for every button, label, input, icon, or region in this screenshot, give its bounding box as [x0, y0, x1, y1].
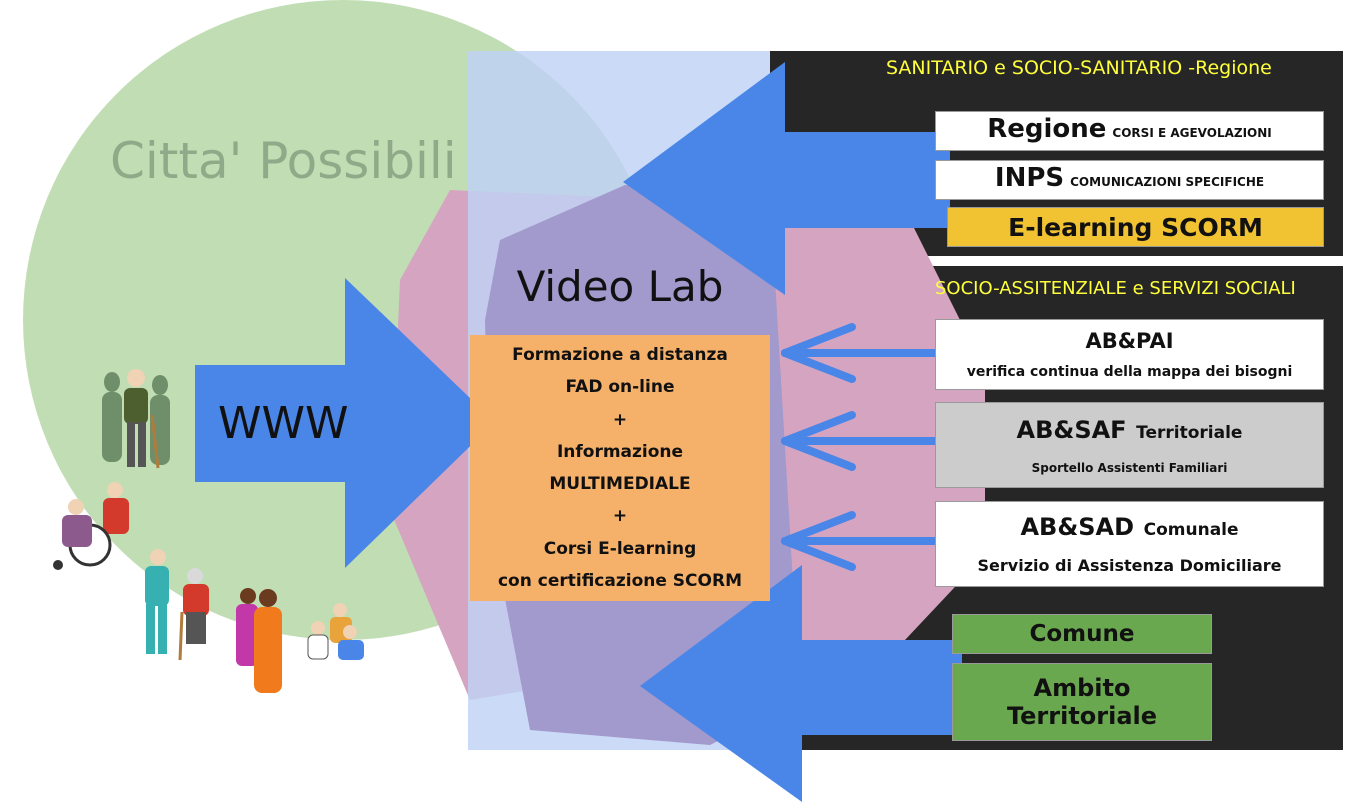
- inps-box: INPS COMUNICAZIONI SPECIFICHE: [935, 160, 1324, 200]
- formazione-line: Informazione: [556, 441, 684, 462]
- arrow-absaf: [781, 411, 946, 471]
- www-label: WWW: [218, 398, 349, 449]
- arrow-absad: [781, 511, 946, 571]
- arrow-top-left: [623, 62, 950, 295]
- sociale-header: SOCIO-ASSITENZIALE e SERVIZI SOCIALI: [935, 278, 1296, 299]
- absaf-title-row: AB&SAF Territoriale: [1017, 416, 1243, 444]
- formazione-line: +: [612, 409, 628, 430]
- caregiver-illustration: [145, 549, 209, 661]
- regione-box: Regione CORSI E AGEVOLAZIONI: [935, 111, 1324, 151]
- abpai-sub: verifica continua della mappa dei bisogn…: [966, 363, 1293, 380]
- elearning-scorm-label: E-learning SCORM: [1008, 212, 1263, 242]
- ambito-line1: Ambito: [1033, 674, 1131, 702]
- absaf-box: AB&SAF Territoriale Sportello Assistenti…: [935, 402, 1324, 488]
- formazione-line: Formazione a distanza: [512, 345, 728, 366]
- people-walking-illustration: [102, 369, 170, 469]
- regione-label: Regione: [987, 114, 1107, 144]
- elearning-scorm-box: E-learning SCORM: [947, 207, 1324, 247]
- absad-title-row: AB&SAD Comunale: [1020, 513, 1238, 541]
- arrow-abpai: [781, 323, 946, 383]
- formazione-box: Formazione a distanza FAD on-line + Info…: [470, 335, 770, 601]
- ambito-box: Ambito Territoriale: [952, 663, 1212, 741]
- absaf-sub: Sportello Assistenti Familiari: [1031, 460, 1228, 475]
- formazione-line: MULTIMEDIALE: [549, 474, 691, 495]
- formazione-line: Corsi E-learning: [543, 538, 697, 559]
- formazione-line: FAD on-line: [565, 377, 675, 398]
- children-illustration: [307, 603, 364, 660]
- inps-label: INPS: [994, 163, 1065, 193]
- absaf-title-suffix: Territoriale: [1136, 422, 1243, 443]
- ambito-line2: Territoriale: [1006, 702, 1158, 730]
- comune-label: Comune: [1029, 621, 1135, 647]
- comune-box: Comune: [952, 614, 1212, 654]
- arrow-www-right: [195, 278, 495, 568]
- formazione-line: con certificazione SCORM: [497, 570, 742, 591]
- absad-sub: Servizio di Assistenza Domiciliare: [977, 555, 1282, 575]
- abpai-box: AB&PAI verifica continua della mappa dei…: [935, 319, 1324, 390]
- citta-possibili-title: Citta' Possibili: [110, 132, 457, 190]
- formazione-line: +: [612, 506, 628, 527]
- abpai-title: AB&PAI: [1085, 329, 1174, 354]
- inps-sub: COMUNICAZIONI SPECIFICHE: [1070, 175, 1265, 189]
- videolab-title: Video Lab: [516, 262, 724, 311]
- absaf-title: AB&SAF: [1016, 415, 1127, 444]
- arrow-bottom-left: [640, 565, 962, 802]
- absad-title: AB&SAD: [1020, 513, 1135, 542]
- regione-sub: CORSI E AGEVOLAZIONI: [1112, 126, 1272, 140]
- sanitario-header: SANITARIO e SOCIO-SANITARIO -Regione: [886, 57, 1272, 79]
- wheelchair-illustration: [53, 482, 129, 570]
- women-illustration: [236, 588, 282, 693]
- absad-title-suffix: Comunale: [1143, 520, 1239, 541]
- absad-box: AB&SAD Comunale Servizio di Assistenza D…: [935, 501, 1324, 587]
